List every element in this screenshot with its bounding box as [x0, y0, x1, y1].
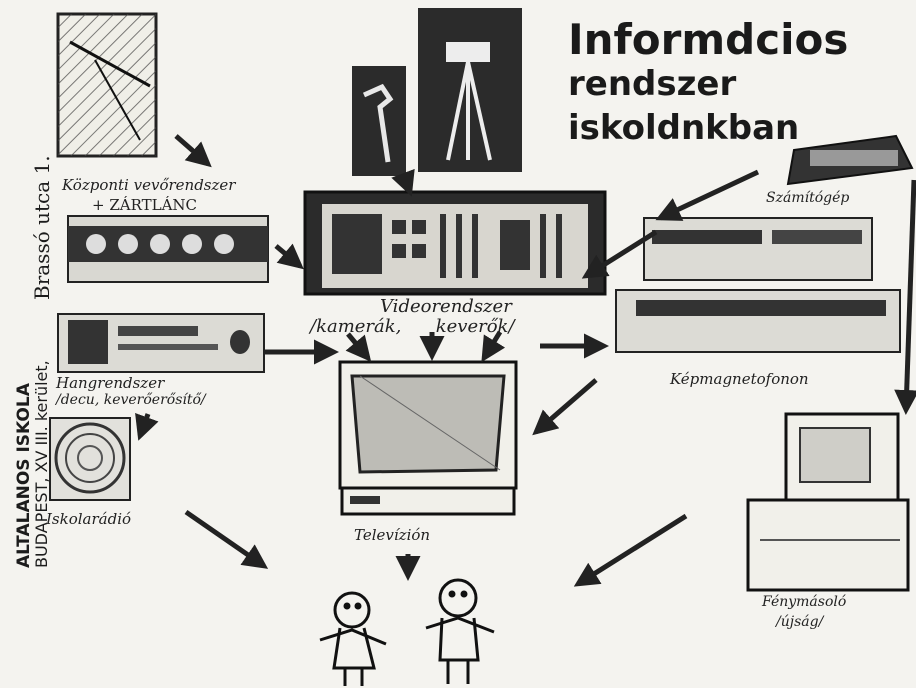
label-sound-2: /decu, keverőerősítő/	[56, 392, 206, 408]
school-address-line-1: BUDAPEST, XV III. kerület,	[32, 360, 51, 568]
label-video-2: /kamerák, keverők/	[310, 316, 515, 337]
label-antenna-2: + ZÁRTLÁNC	[92, 196, 198, 214]
title-line-1: Informdcios	[568, 15, 849, 64]
label-tv: Televízión	[354, 526, 431, 544]
label-printer-2: /újság/	[776, 614, 824, 630]
computer-photo	[786, 134, 914, 186]
label-sound: Hangrendszer	[56, 374, 165, 392]
label-computer: Számítógép	[766, 190, 850, 206]
school-name: ALTALANOS ISKOLA	[14, 383, 34, 568]
sound-rack-photo	[57, 313, 265, 373]
label-antenna: Központi vevőrendszer	[62, 176, 236, 194]
title-line-2: rendszer	[568, 64, 737, 104]
arrows	[135, 134, 916, 587]
diagram-title: Informdcios rendszer iskoldnkban	[568, 18, 848, 150]
receiver-rack-photo	[67, 215, 269, 283]
radio-photo	[49, 417, 131, 501]
label-vcr: Képmagnetofonon	[670, 370, 809, 388]
school-address-line-2: Brassó utca 1.	[30, 155, 54, 300]
video-mixer-photo	[303, 190, 607, 296]
label-printer: Fénymásoló	[762, 594, 847, 610]
vcr-photo	[615, 217, 901, 353]
camera-photo-large	[418, 8, 522, 172]
printer-drawing	[746, 412, 910, 592]
label-radio: Iskolarádió	[46, 510, 132, 528]
title-line-3: iskoldnkban	[568, 108, 800, 148]
antenna-photo	[56, 12, 158, 158]
camera-photo-small	[352, 66, 406, 176]
children-drawing	[319, 578, 495, 686]
tv-drawing	[338, 360, 518, 516]
label-video: Videorendszer	[380, 296, 512, 317]
